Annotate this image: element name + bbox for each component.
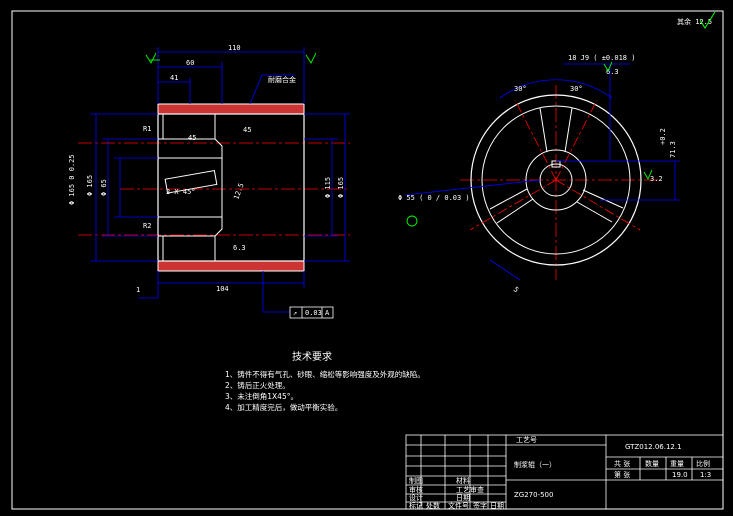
dim-inner-ra: 12.5 bbox=[232, 182, 245, 201]
tb-scale-label: 比例 bbox=[696, 459, 710, 468]
dim-keyway-width: 18 J9 ( ±0.018 ) bbox=[568, 54, 635, 62]
tb-sheet-no: 第 张 bbox=[614, 470, 630, 479]
roughness-symbol-icon bbox=[699, 11, 716, 29]
tb-drafted: 制图 bbox=[409, 476, 423, 485]
tb-checked: 审核 bbox=[409, 485, 423, 494]
dim-keyway-depth: 71.3 bbox=[669, 141, 677, 158]
dim-hub-dia: Φ 55 ( 0 / 0.03 ) bbox=[398, 194, 470, 202]
roughness-symbol-icon bbox=[305, 52, 317, 64]
tb-doc-no: 文件号 bbox=[448, 501, 469, 510]
tech-req-item: 3、未注倒角1X45°。 bbox=[225, 391, 298, 401]
keyway-slot bbox=[164, 170, 218, 194]
tb-designed: 设计 bbox=[409, 493, 423, 502]
ra-right: 3.2 bbox=[650, 175, 663, 183]
dim-angle-label: 45 bbox=[188, 134, 196, 142]
roughness-symbol-icon bbox=[145, 52, 157, 64]
dim-angle-left: 30° bbox=[514, 85, 527, 93]
datum-label: A bbox=[325, 309, 330, 317]
dim-bottom-length: 104 bbox=[216, 285, 229, 293]
front-view: 2 X 45° bbox=[68, 44, 350, 319]
hub-circle bbox=[525, 149, 587, 211]
tb-sheet-total: 共 张 bbox=[614, 459, 630, 468]
material-label: 耐磨合金 bbox=[268, 75, 296, 84]
dim-chamfer-c: 45 bbox=[243, 126, 251, 134]
dim-chamfer-d: 6.3 bbox=[233, 244, 246, 252]
tb-scale-value: 1:3 bbox=[700, 471, 711, 479]
dim-left-width: 60 bbox=[186, 59, 194, 67]
runout-arrow-icon: ↗ bbox=[293, 309, 297, 317]
corner-roughness-note: 其余 12.5 bbox=[677, 17, 712, 26]
dim-inner-dia-2: Φ 165 bbox=[337, 177, 345, 198]
rim-top-hatch bbox=[157, 103, 305, 115]
tb-date: 日期 bbox=[456, 494, 470, 502]
tb-process: 工艺审查 bbox=[456, 485, 484, 494]
ra-top: 6.3 bbox=[606, 68, 619, 76]
dim-chamfer-a: R1 bbox=[143, 125, 151, 133]
outer-rim-circle bbox=[470, 94, 642, 266]
tb-count: 处数 bbox=[426, 501, 440, 510]
dim-angle-right: 30° bbox=[570, 85, 583, 93]
body-outline bbox=[157, 113, 305, 262]
tb-drawing-no: GTZ012.06.12.1 bbox=[625, 443, 682, 451]
hub-outline bbox=[157, 114, 223, 159]
runout-frame bbox=[289, 306, 334, 319]
tech-req-item: 1、铸件不得有气孔、砂眼、缩松等影响强度及外观的缺陷。 bbox=[225, 369, 425, 379]
tb-mark: 标记 bbox=[409, 501, 423, 510]
dim-overall-length: 110 bbox=[228, 44, 241, 52]
inner-rim-circle bbox=[481, 105, 631, 255]
dim-shaft-dia: Φ 65 bbox=[100, 179, 108, 196]
dim-tol: +0.2 bbox=[659, 128, 667, 145]
tech-req-item: 2、铸后正火处理。 bbox=[225, 380, 290, 390]
tb-weight-value: 19.0 bbox=[672, 471, 688, 479]
tech-req-title: 技术要求 bbox=[292, 350, 332, 363]
rim-bottom-hatch bbox=[157, 260, 305, 272]
tb-date-col: 日期 bbox=[490, 502, 504, 510]
title-block bbox=[405, 434, 724, 510]
tb-top-small: 工艺号 bbox=[516, 436, 537, 444]
drawing-frame bbox=[11, 10, 724, 510]
tb-part-no: ZG270-500 bbox=[514, 491, 553, 499]
dim-flange-offset: 41 bbox=[170, 74, 178, 82]
dim-chamfer-b: R2 bbox=[143, 222, 151, 230]
tech-req-item: 4、加工精度完后，做动平衡实验。 bbox=[225, 402, 342, 412]
tb-part-name: 制浆辊（一） bbox=[514, 460, 556, 469]
roughness-symbol-icon bbox=[643, 169, 653, 180]
runout-value: 0.03 bbox=[305, 309, 322, 317]
dim-spoke-thk: 5 bbox=[512, 285, 520, 294]
dim-inner-dia-1: Φ 115 bbox=[324, 177, 332, 198]
tb-sign: 签字 bbox=[473, 501, 487, 510]
hub-outline bbox=[157, 216, 223, 261]
datum-a-icon bbox=[406, 215, 418, 227]
dim-bore-dia: Φ 165 bbox=[86, 175, 94, 196]
tb-weight-label: 重量 bbox=[670, 460, 684, 468]
tb-material: 材料 bbox=[456, 476, 470, 485]
side-view: 18 J9 ( ±0.018 ) 71.3 30° 30° Φ 55 ( 0 /… bbox=[398, 54, 680, 294]
keyway-label: 2 X 45° bbox=[166, 188, 196, 196]
roughness-symbol-icon bbox=[603, 61, 613, 72]
tb-qty-label: 数量 bbox=[645, 459, 659, 468]
tech-req-list: 1、铸件不得有气孔、砂眼、缩松等影响强度及外观的缺陷。 2、铸后正火处理。 3、… bbox=[225, 369, 425, 412]
dim-left-gap: 1 bbox=[136, 286, 140, 294]
dim-outer-dia: Φ 165 0 0.25 bbox=[68, 154, 76, 205]
